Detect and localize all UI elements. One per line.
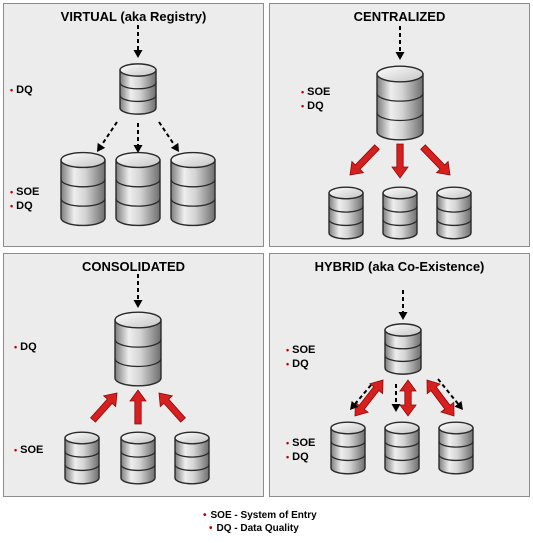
label-text: SOE xyxy=(20,444,44,456)
label-soe: •SOE xyxy=(286,343,315,357)
database-icon xyxy=(330,421,366,475)
label-text: DQ xyxy=(16,84,33,96)
legend-text: DQ - Data Quality xyxy=(216,523,299,534)
bullet-icon: • xyxy=(286,438,290,448)
dashed-arrow xyxy=(97,121,118,152)
bullet-icon: • xyxy=(286,345,290,355)
label-text: DQ xyxy=(292,451,309,463)
red-arrow xyxy=(391,143,409,179)
database-icon xyxy=(384,421,420,475)
red-arrow xyxy=(420,144,451,176)
dashed-arrow xyxy=(398,290,408,320)
red-double-arrow xyxy=(399,379,417,417)
database-icon xyxy=(382,186,418,240)
database-icon xyxy=(119,63,157,115)
label-text: SOE xyxy=(307,86,331,98)
database-icon xyxy=(384,323,422,375)
database-icon xyxy=(436,186,472,240)
bullet-icon: • xyxy=(10,85,14,95)
database-icon xyxy=(174,431,210,485)
database-icon xyxy=(114,311,162,387)
red-arrow xyxy=(349,144,380,176)
database-icon xyxy=(438,421,474,475)
label-text: DQ xyxy=(20,341,37,353)
label-dq: •DQ xyxy=(14,340,37,354)
label-text: DQ xyxy=(292,358,309,370)
dashed-arrow xyxy=(350,384,372,410)
database-icon xyxy=(328,186,364,240)
panel-title: HYBRID (aka Co-Existence) xyxy=(314,259,485,274)
database-icon xyxy=(376,65,424,141)
dashed-arrow xyxy=(158,121,179,152)
bullet-icon: • xyxy=(14,445,18,455)
bullet-icon: • xyxy=(14,342,18,352)
label-text: DQ xyxy=(16,200,33,212)
dashed-arrow xyxy=(133,123,143,153)
dashed-arrow xyxy=(133,25,143,58)
label-dq: •DQ xyxy=(286,357,309,371)
legend-item: •SOE - System of Entry xyxy=(203,509,317,522)
red-double-arrow xyxy=(426,379,455,417)
bullet-icon: • xyxy=(209,523,213,534)
bullet-icon: • xyxy=(10,187,14,197)
legend-text: SOE - System of Entry xyxy=(210,510,317,521)
red-arrow xyxy=(90,392,118,423)
panel-title: CENTRALIZED xyxy=(353,9,446,24)
bullet-icon: • xyxy=(286,359,290,369)
dashed-arrow xyxy=(391,384,401,412)
bullet-icon: • xyxy=(203,510,207,521)
bullet-icon: • xyxy=(286,452,290,462)
red-arrow xyxy=(129,389,147,425)
panel-title: CONSOLIDATED xyxy=(81,259,186,274)
red-double-arrow xyxy=(354,379,384,417)
label-dq: •DQ xyxy=(10,199,33,213)
dashed-arrow xyxy=(133,274,143,308)
database-icon xyxy=(60,151,106,227)
legend-item: •DQ - Data Quality xyxy=(203,522,317,535)
label-dq: •DQ xyxy=(286,450,309,464)
label-text: SOE xyxy=(16,186,40,198)
bullet-icon: • xyxy=(301,87,305,97)
label-dq: •DQ xyxy=(10,83,33,97)
label-dq: •DQ xyxy=(301,99,324,113)
label-soe: •SOE xyxy=(10,185,39,199)
bullet-icon: • xyxy=(10,201,14,211)
database-icon xyxy=(64,431,100,485)
label-soe: •SOE xyxy=(301,85,330,99)
database-icon xyxy=(115,151,161,227)
database-icon xyxy=(120,431,156,485)
database-icon xyxy=(170,151,216,227)
dashed-arrow xyxy=(395,26,405,60)
label-soe: •SOE xyxy=(14,443,43,457)
red-arrow xyxy=(158,392,186,423)
panel-title: VIRTUAL (aka Registry) xyxy=(60,9,207,24)
label-text: DQ xyxy=(307,100,324,112)
legend: •SOE - System of Entry •DQ - Data Qualit… xyxy=(203,509,317,535)
label-text: SOE xyxy=(292,437,316,449)
bullet-icon: • xyxy=(301,101,305,111)
label-text: SOE xyxy=(292,344,316,356)
dashed-arrow xyxy=(437,378,463,410)
label-soe: •SOE xyxy=(286,436,315,450)
